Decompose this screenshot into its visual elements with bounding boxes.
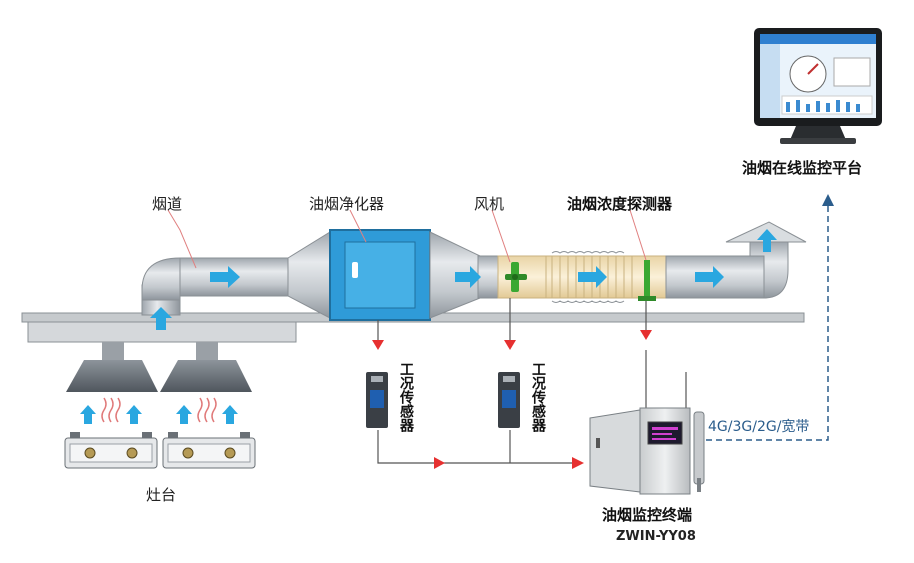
- fan-label: 风机: [474, 195, 505, 213]
- range-hood-right: [160, 342, 252, 392]
- monitoring-platform-monitor: [754, 28, 882, 144]
- flow-arrow-icon: [150, 307, 172, 330]
- purifier-handle: [352, 262, 358, 278]
- stove-label: 灶台: [146, 486, 177, 504]
- flow-arrow-icon: [578, 266, 607, 288]
- heat-arrows: [80, 405, 238, 424]
- signal-arrows: [372, 330, 652, 469]
- fan-icon: [505, 262, 527, 292]
- condition-sensor-right: [498, 372, 520, 428]
- sensor-label-right: 工况传感器: [530, 362, 546, 432]
- flow-arrow-icon: [695, 266, 724, 288]
- flow-arrows: [150, 229, 777, 330]
- fan-leader-line: [491, 209, 511, 263]
- terminal-model-label: ZWIN-YY08: [616, 529, 696, 544]
- flow-arrow-icon: [757, 229, 777, 252]
- purifier-label: 油烟净化器: [309, 195, 385, 213]
- flow-arrow-icon: [455, 266, 481, 288]
- detector-probe-icon: [638, 260, 656, 301]
- detector-label: 油烟浓度探测器: [567, 195, 673, 213]
- flue-label: 烟道: [152, 195, 183, 213]
- network-label: 4G/3G/2G/宽带: [708, 419, 810, 435]
- network-arrow-icon: [822, 194, 834, 206]
- condition-sensor-left: [366, 372, 388, 428]
- stove-left: [64, 432, 158, 469]
- network-line: [706, 200, 829, 441]
- flow-arrow-icon: [210, 266, 240, 288]
- inlet-taper: [287, 231, 331, 319]
- purifier-leader-line: [349, 209, 367, 243]
- flue-leader-line: [167, 209, 197, 269]
- signal-lines: [377, 298, 647, 464]
- platform-label: 油烟在线监控平台: [742, 159, 863, 177]
- detector-leader-line: [629, 209, 647, 261]
- sensor-label-left: 工况传感器: [398, 362, 414, 432]
- range-hood-left: [66, 342, 158, 392]
- heat-waves: [101, 397, 217, 423]
- terminal-label: 油烟监控终端: [602, 506, 693, 524]
- stove-right: [162, 432, 256, 469]
- monitoring-terminal: [589, 372, 705, 495]
